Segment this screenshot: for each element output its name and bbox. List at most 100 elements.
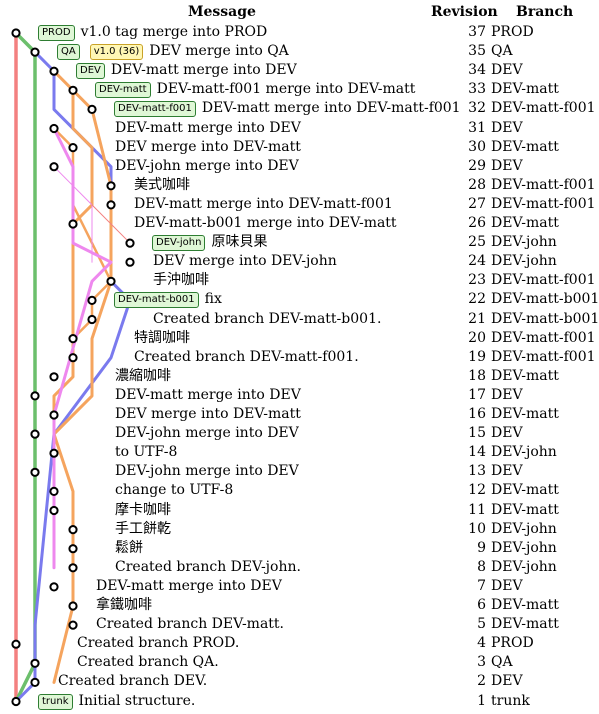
- commit-node[interactable]: [68, 85, 78, 95]
- commit-node[interactable]: [49, 505, 59, 516]
- commit-node[interactable]: [68, 219, 78, 229]
- commit-node[interactable]: [87, 314, 97, 325]
- branch-column-header[interactable]: Branch: [516, 4, 574, 20]
- revision-number: 13: [468, 463, 486, 480]
- commit-message-cell: Created branch PROD.: [77, 634, 239, 653]
- commit-message-cell: DEV-john merge into DEV: [115, 157, 299, 176]
- commit-node[interactable]: [68, 143, 78, 153]
- commit-message-cell: DEV merge into DEV-john: [153, 252, 337, 271]
- commit-node[interactable]: [49, 372, 59, 382]
- commit-node[interactable]: [30, 677, 40, 688]
- branch-name: DEV-matt-f001: [491, 329, 596, 346]
- commit-node[interactable]: [49, 66, 59, 76]
- commit-node[interactable]: [49, 486, 59, 496]
- commit-node[interactable]: [49, 448, 59, 458]
- commit-node[interactable]: [125, 257, 135, 267]
- commit-node[interactable]: [68, 601, 78, 611]
- commit-node[interactable]: [125, 238, 135, 248]
- commit-node[interactable]: [68, 620, 78, 630]
- commit-node[interactable]: [49, 410, 59, 420]
- revision-number: 23: [468, 272, 486, 289]
- commit-message: DEV-matt-b001 merge into DEV-matt: [134, 215, 397, 231]
- commit-node[interactable]: [68, 544, 78, 554]
- branch-name: trunk: [491, 692, 530, 709]
- commit-node[interactable]: [87, 295, 97, 305]
- commit-node[interactable]: [11, 696, 21, 707]
- branch-name: DEV: [491, 673, 523, 690]
- branch-name: DEV-john: [491, 539, 557, 556]
- branch-name: DEV: [491, 386, 523, 403]
- commit-message-cell: 摩卡咖啡: [115, 501, 171, 520]
- commit-node[interactable]: [30, 429, 40, 439]
- commit-node[interactable]: [106, 200, 116, 210]
- commit-message: Created branch DEV-matt.: [96, 616, 285, 633]
- commit-node[interactable]: [68, 334, 78, 344]
- message-column-header[interactable]: Message: [188, 4, 256, 20]
- commit-node[interactable]: [68, 563, 78, 573]
- commit-message: DEV-john merge into DEV: [115, 425, 299, 442]
- commit-node[interactable]: [49, 162, 59, 172]
- commit-node[interactable]: [30, 467, 40, 477]
- commit-node[interactable]: [49, 582, 59, 592]
- revision-number: 20: [468, 329, 486, 346]
- dev-matt-lane: [52, 69, 94, 684]
- commit-node[interactable]: [87, 104, 97, 115]
- revision-column-header[interactable]: Revision: [431, 4, 498, 20]
- commit-node[interactable]: [30, 391, 40, 401]
- commit-message: DEV-matt merge into DEV-matt-f001: [134, 195, 393, 212]
- commit-node[interactable]: [30, 658, 40, 668]
- revision-number: 6: [477, 597, 486, 613]
- commit-node[interactable]: [49, 123, 59, 134]
- commit-node[interactable]: [68, 353, 78, 363]
- branch-name: QA: [491, 654, 513, 671]
- branch-name: DEV-matt: [491, 501, 559, 518]
- commit-node[interactable]: [11, 639, 21, 649]
- commit-node[interactable]: [68, 525, 78, 535]
- commit-node[interactable]: [106, 276, 116, 286]
- commit-node[interactable]: [106, 181, 116, 191]
- commit-message-cell: 拿鐵咖啡: [96, 596, 152, 615]
- revision-number: 21: [468, 310, 486, 327]
- commit-node[interactable]: [11, 28, 21, 38]
- revision-number: 4: [477, 635, 486, 652]
- commit-node[interactable]: [30, 47, 40, 57]
- commit-message: Created branch QA.: [77, 654, 219, 671]
